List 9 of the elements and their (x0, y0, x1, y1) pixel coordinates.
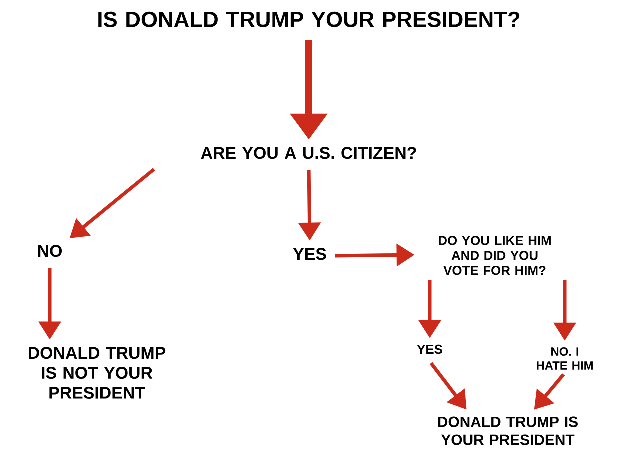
question-text: IS DONALD TRUMP YOUR PRESIDENT? (98, 12, 520, 28)
result-text: DONALD TRUMP IS YOUR PRESIDENT (438, 416, 578, 446)
result-text: DONALD TRUMP IS NOT YOUR PRESIDENT (29, 347, 166, 399)
question-text: DO YOU LIKE HIM AND DID YOU VOTE FOR HIM? (439, 236, 551, 276)
question-text: ARE YOU A U.S. CITIZEN? (201, 147, 416, 160)
answer-text: YES (293, 248, 326, 260)
answer-text: NO (38, 245, 62, 258)
answer-text: YES (417, 344, 442, 354)
answer-text: NO. I HATE HIM (537, 348, 593, 370)
